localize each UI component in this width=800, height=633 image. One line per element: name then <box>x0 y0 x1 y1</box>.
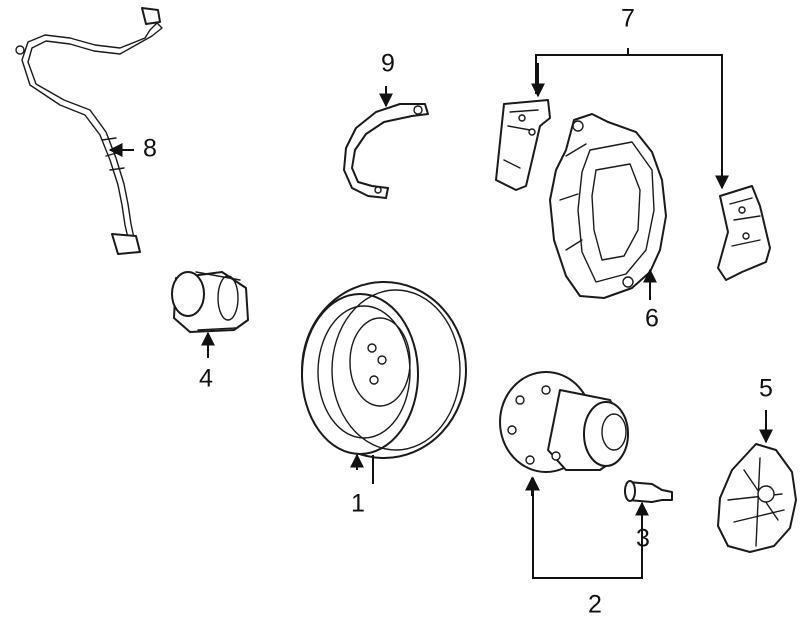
brake-pad-right-drawing <box>717 185 771 281</box>
callout-7: 7 <box>621 5 635 33</box>
wheel-stud-drawing <box>624 480 673 503</box>
abs-sensor-wire-drawing <box>15 7 163 255</box>
hub-bearing-drawing <box>499 371 629 473</box>
leader-2 <box>526 476 643 579</box>
brake-hose-drawing <box>343 103 429 199</box>
rotor-drawing <box>301 281 467 459</box>
callout-5: 5 <box>759 375 773 403</box>
leader-7 <box>535 48 723 188</box>
brake-pad-left-drawing <box>495 99 551 191</box>
callout-6: 6 <box>645 305 659 333</box>
bushing-drawing <box>171 271 249 333</box>
callout-8: 8 <box>143 135 157 163</box>
callout-1: 1 <box>351 490 365 518</box>
splash-shield-drawing <box>717 443 797 553</box>
caliper-drawing <box>549 113 667 299</box>
callout-leaders <box>108 48 773 579</box>
callout-labels: 1 2 3 4 5 6 7 8 9 <box>143 5 773 619</box>
callout-9: 9 <box>381 50 395 78</box>
callout-4: 4 <box>199 365 213 393</box>
callout-2: 2 <box>588 591 602 619</box>
callout-3: 3 <box>636 525 650 553</box>
